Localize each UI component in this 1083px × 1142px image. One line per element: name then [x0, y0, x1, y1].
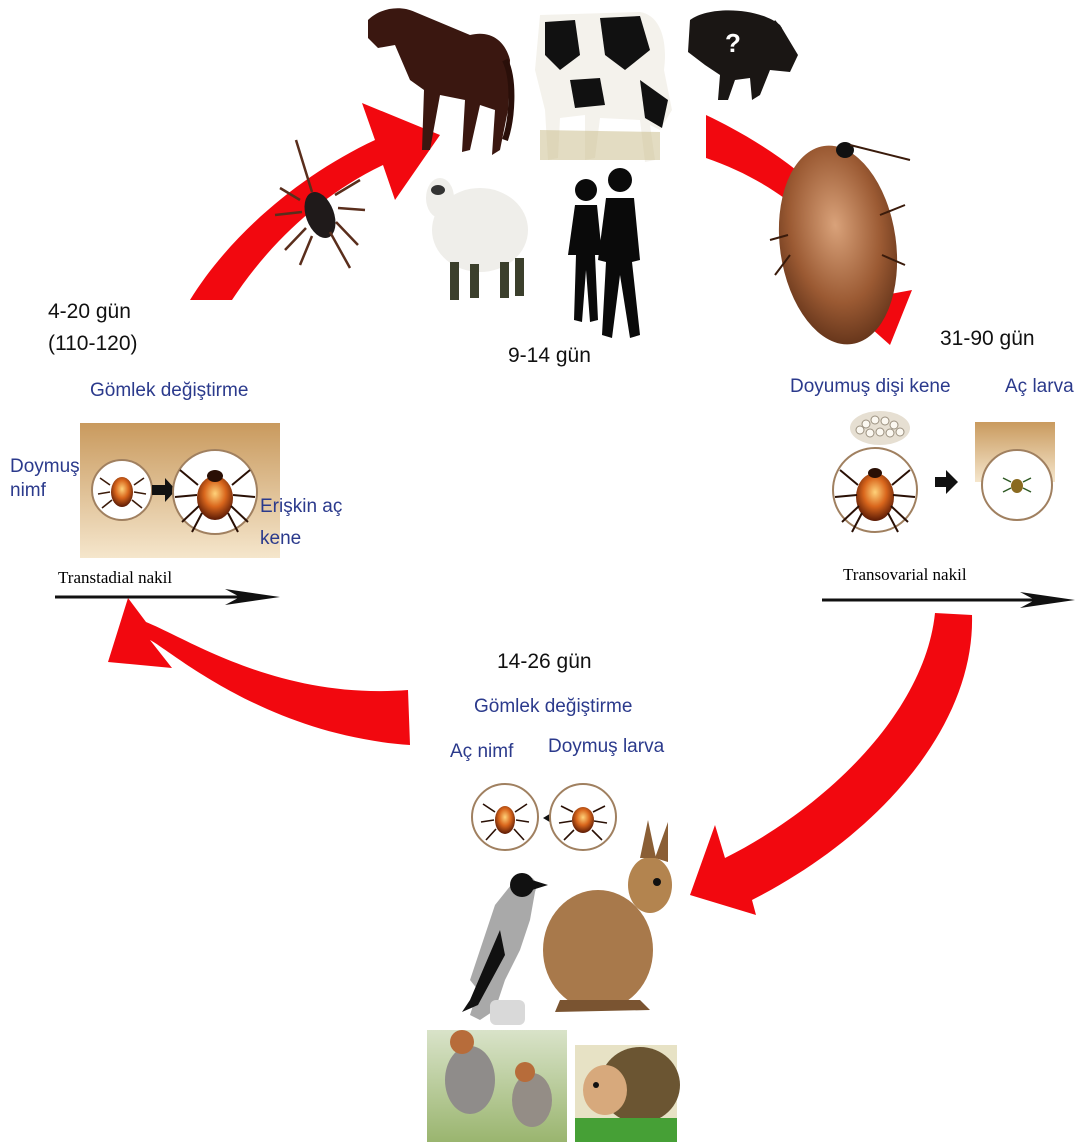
duration-right: 31-90 gün	[940, 327, 1035, 350]
duration-bottom: 14-26 gün	[497, 650, 592, 673]
engorged-nymph-label-line1: Doymuş	[10, 456, 80, 477]
duration-left: 4-20 gün	[48, 300, 131, 323]
molt-label-left: Gömlek değiştirme	[90, 380, 248, 401]
duration-hosts: 9-14 gün	[508, 344, 591, 367]
hare-icon	[543, 820, 672, 1012]
cow-icon	[535, 12, 672, 162]
duration-left-alt: (110-120)	[48, 332, 138, 355]
hungry-larva-label: Aç larva	[1005, 376, 1074, 397]
hungry-nymph-label: Aç nimf	[450, 741, 514, 762]
cycle-arrow-bottom-to-left	[108, 595, 410, 745]
engorged-larva-label: Doymuş larva	[548, 736, 665, 757]
cycle-arrow-right-to-bottom	[690, 613, 972, 915]
hedgehog-icon	[575, 1045, 680, 1142]
stage-arrow	[935, 470, 958, 494]
adult-tick-label-line1: Erişkin aç	[260, 496, 342, 517]
egg-mass	[850, 411, 910, 445]
bottom-stage	[472, 784, 616, 850]
molt-label-bottom: Gömlek değiştirme	[474, 696, 632, 717]
engorged-nymph-label-line2: nimf	[10, 480, 47, 501]
question-mark: ?	[725, 28, 741, 58]
adult-tick-label-line2: kene	[260, 528, 301, 549]
engorged-female-label: Doyumuş dişi kene	[790, 376, 951, 397]
partridge-icon	[427, 1030, 567, 1142]
wild-boar-icon: ?	[688, 10, 798, 100]
transtadial-label: Transtadial nakil	[58, 568, 172, 587]
crow-icon	[462, 873, 548, 1025]
transovarial-label: Transovarial nakil	[843, 565, 967, 584]
humans-icon	[568, 168, 640, 338]
sheep-icon	[426, 178, 528, 300]
